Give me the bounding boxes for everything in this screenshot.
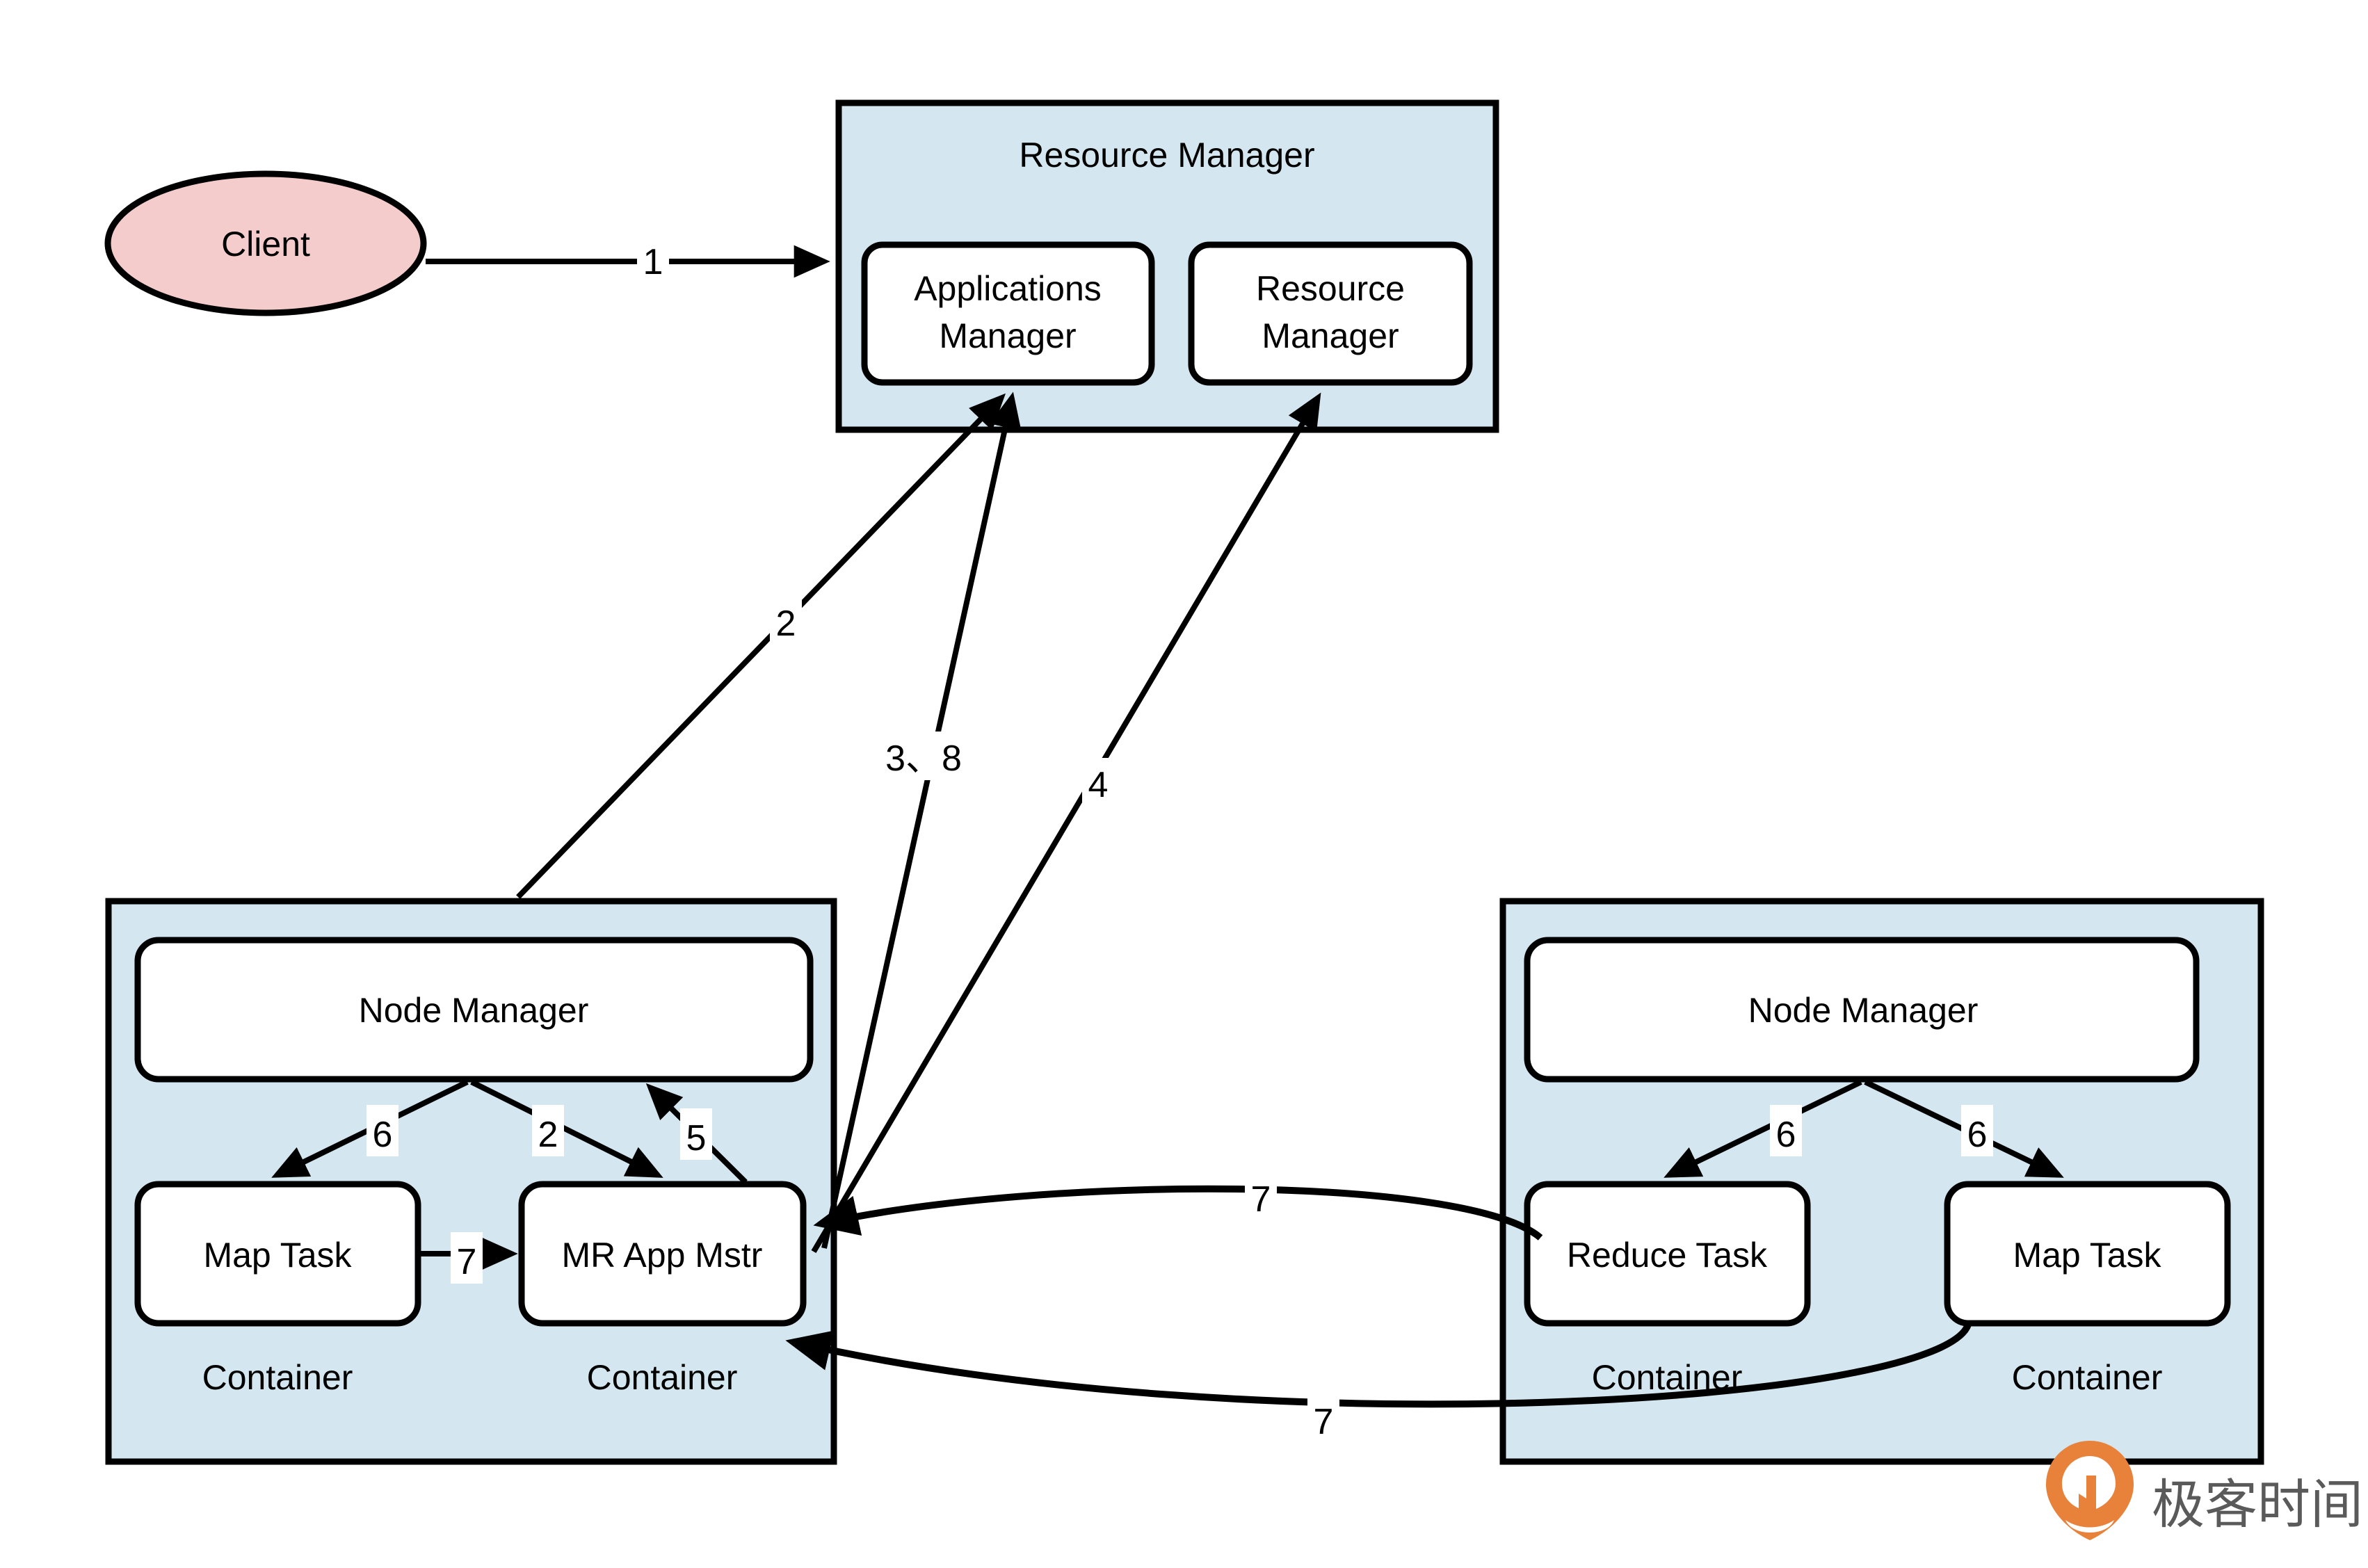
right-container-caption-1: Container	[2012, 1358, 2163, 1397]
applications-manager-label-line1: Applications	[914, 269, 1102, 308]
resource-manager-node[interactable]	[1188, 241, 1473, 386]
left-map-task-label: Map Task	[203, 1236, 352, 1275]
resource-manager-child-label-line1: Resource	[1256, 269, 1405, 308]
client-node[interactable]	[104, 170, 427, 316]
edge-label-1: 1	[643, 242, 663, 282]
edge-label-7-bottom: 7	[1314, 1402, 1334, 1442]
edge-mr-app-mstr-to-applications-manager	[821, 391, 1022, 1249]
left-container-caption-1: Container	[587, 1358, 738, 1397]
edge-label-6-left: 6	[373, 1115, 393, 1155]
reduce-task-label: Reduce Task	[1567, 1236, 1768, 1275]
watermark-brand-text: 极客时间	[2152, 1473, 2363, 1535]
resource-manager-group-title: Resource Manager	[1019, 136, 1314, 175]
applications-manager-node[interactable]	[861, 241, 1155, 386]
edge-label-3-8: 3、8	[885, 738, 962, 779]
geektime-pin-icon	[2046, 1441, 2134, 1540]
edge-label-6-right-reduce: 6	[1776, 1115, 1796, 1155]
edge-label-6-right-map: 6	[1967, 1115, 1988, 1155]
left-node-manager-node[interactable]	[134, 937, 814, 1083]
edge-mr-app-mstr-to-resource-manager	[811, 392, 1321, 1254]
edge-right-node-manager-to-reduce-task	[1664, 1079, 1862, 1178]
edge-label-7-top: 7	[1251, 1179, 1271, 1220]
mr-app-mstr-node[interactable]	[518, 1181, 807, 1327]
left-node-manager-label: Node Manager	[359, 991, 589, 1030]
edge-label-2-nm-appsmgr: 2	[776, 604, 796, 644]
edge-label-4: 4	[1088, 765, 1109, 805]
client-label: Client	[221, 225, 310, 264]
edge-label-5: 5	[686, 1118, 707, 1158]
reduce-task-node[interactable]	[1524, 1181, 1811, 1327]
right-node-manager-node[interactable]	[1524, 937, 2200, 1083]
right-map-task-label: Map Task	[2013, 1236, 2161, 1275]
edge-label-7-maptask: 7	[457, 1242, 477, 1282]
edge-right-map-task-to-mr-app-mstr-bottom	[785, 1323, 1972, 1408]
edge-label-2-left: 2	[538, 1115, 558, 1155]
mr-app-mstr-label: MR App Mstr	[562, 1236, 763, 1275]
right-map-task-node[interactable]	[1944, 1181, 2231, 1327]
right-container-caption-0: Container	[1592, 1358, 1743, 1397]
left-container-caption-0: Container	[202, 1358, 353, 1397]
edge-node-manager-to-applications-manager	[516, 393, 1006, 899]
edge-reduce-task-to-mr-app-mstr-top	[813, 1185, 1543, 1240]
resource-manager-child-label-line2: Manager	[1262, 316, 1399, 355]
right-node-manager-label: Node Manager	[1748, 991, 1979, 1030]
applications-manager-label-line2: Manager	[939, 316, 1076, 355]
edge-left-node-manager-to-mr-app-mstr	[470, 1079, 663, 1178]
